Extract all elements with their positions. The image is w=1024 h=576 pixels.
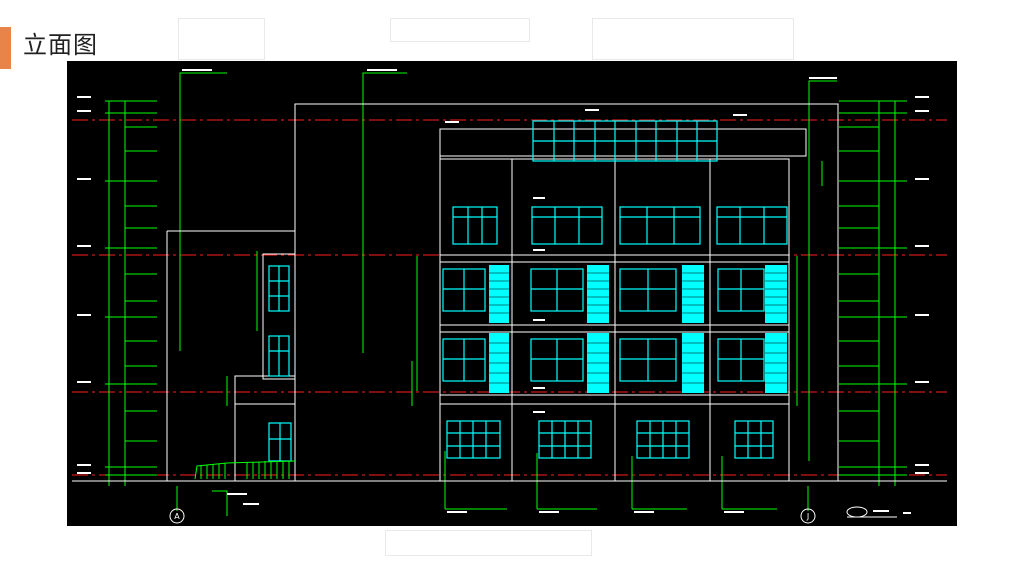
- ground-floor-windows: [446, 420, 774, 459]
- entrance-railing: [194, 460, 296, 480]
- elevation-drawing: A J: [67, 61, 957, 526]
- background-ghost-shape: [592, 18, 794, 60]
- background-ghost-shape: [178, 18, 265, 60]
- background-ghost-shape: [390, 18, 530, 42]
- level-axis-lines: [72, 119, 947, 476]
- second-floor-windows: [442, 338, 765, 382]
- axis-bubble-a: [169, 508, 185, 524]
- third-floor-windows: [442, 268, 765, 312]
- axis-bubble-j: [800, 508, 816, 524]
- side-tower-windows: [268, 265, 292, 462]
- third-floor-louvers: [489, 265, 787, 323]
- axis-label-a: A: [174, 512, 180, 521]
- building-outlines: [72, 103, 947, 482]
- elevation-cad-svg: A J: [72, 69, 947, 524]
- louver-slats-lower: [489, 342, 787, 384]
- annotation-marks: [77, 69, 929, 514]
- axis-label-j: J: [806, 512, 809, 521]
- background-ghost-shape: [385, 530, 592, 556]
- right-dimension-chain: [839, 100, 907, 486]
- slide-title: 立面图: [23, 31, 98, 59]
- drawing-title-mark: [846, 506, 897, 518]
- second-floor-louvers: [489, 333, 787, 393]
- facade-dimension-ticks: [226, 161, 823, 406]
- fourth-floor-windows: [452, 206, 788, 245]
- louver-slats: [489, 272, 787, 314]
- left-dimension-chain: [105, 100, 157, 486]
- leader-lines: [176, 72, 837, 516]
- top-glazing: [532, 120, 718, 162]
- title-accent-bar: [0, 27, 11, 69]
